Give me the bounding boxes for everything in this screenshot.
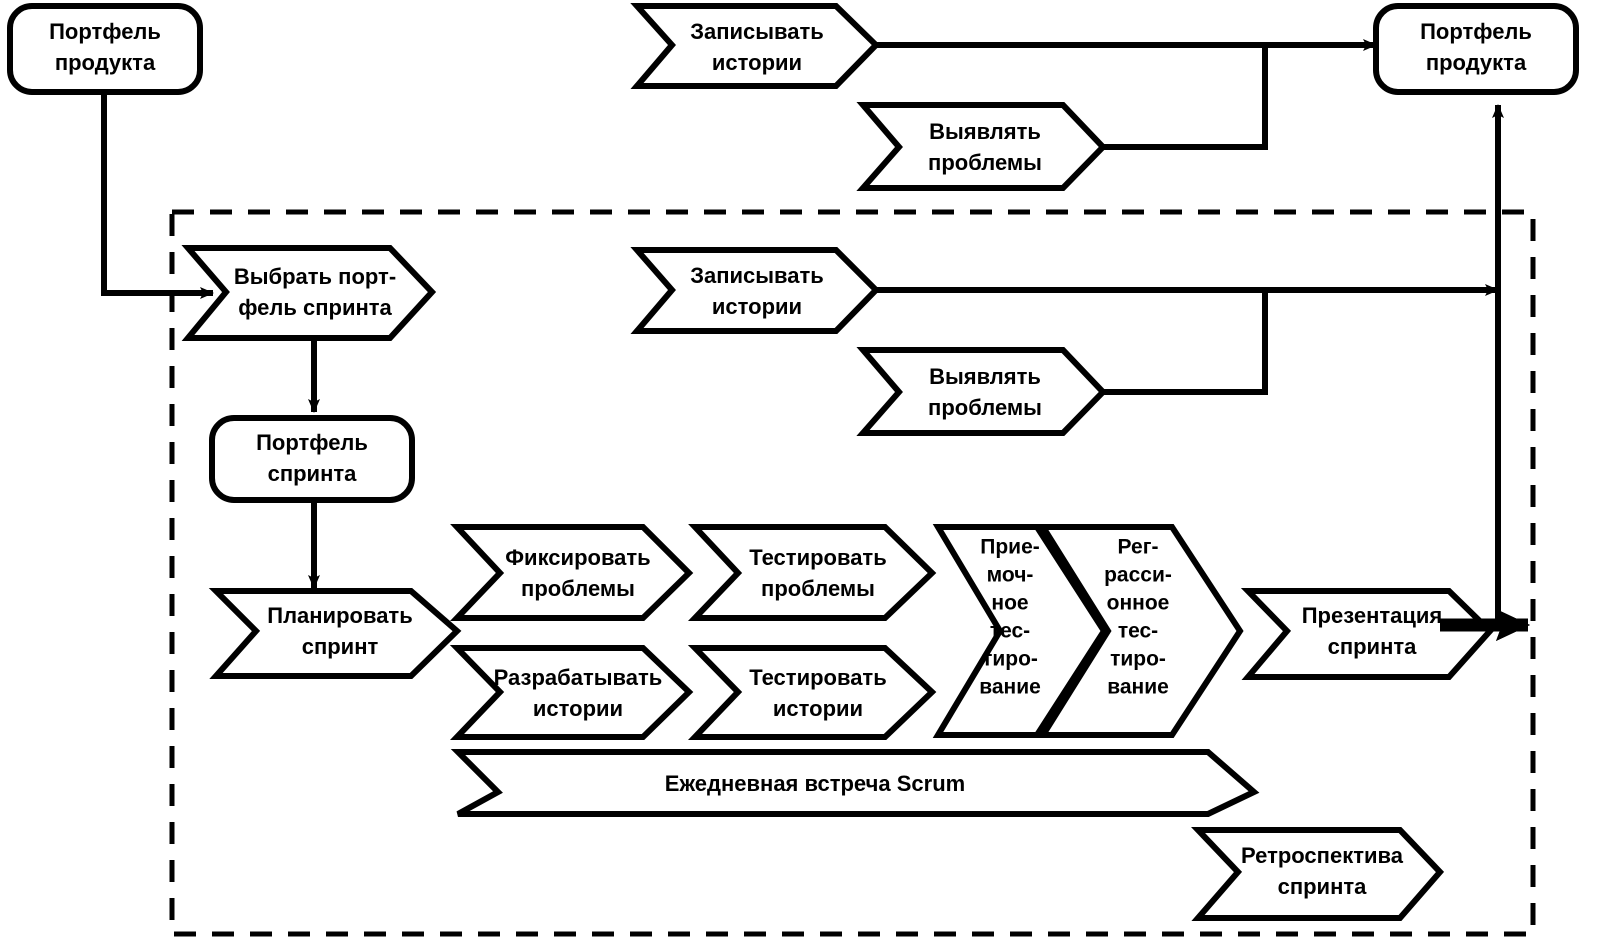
activity-regression-testing-line3: онное [1107, 592, 1170, 615]
activity-write-stories-inner[interactable]: Записывать истории [630, 247, 881, 334]
activity-choose-sprint-backlog-line2: фель спринта [238, 295, 392, 320]
activity-write-stories-inner-line2: истории [712, 294, 802, 319]
activity-regression-testing-line1: Рег- [1118, 536, 1159, 559]
activity-find-problems-inner-line2: проблемы [928, 395, 1042, 420]
activity-sprint-retrospective-line1: Ретроспектива [1241, 843, 1404, 868]
activity-find-problems-outer-line2: проблемы [928, 150, 1042, 175]
activity-test-problems-line2: проблемы [761, 576, 875, 601]
store-product-backlog-left[interactable]: Портфель продукта [7, 3, 203, 95]
activity-regression-testing-line2: расси- [1104, 564, 1172, 587]
activity-daily-scrum-label: Ежедневная встреча Scrum [665, 771, 965, 796]
activity-daily-scrum[interactable]: Ежедневная встреча Scrum [450, 749, 1260, 817]
connector-backlog-to-choose [101, 92, 214, 299]
activity-regression-testing[interactable]: Рег- расси- онное тес- тиро- вание [1037, 524, 1244, 738]
store-sprint-backlog-line2: спринта [268, 461, 358, 486]
activity-test-stories[interactable]: Тестировать истории [687, 645, 937, 740]
store-product-backlog-left-line2: продукта [55, 50, 156, 75]
store-sprint-backlog-line1: Портфель [256, 430, 368, 455]
activity-acceptance-testing-line1: Прие- [980, 536, 1040, 559]
store-product-backlog-left-line1: Портфель [49, 19, 161, 44]
activity-plan-sprint-line2: спринт [302, 634, 379, 659]
activity-regression-testing-line5: тиро- [1110, 648, 1166, 671]
connector-find-problems-inner-to-riser [1103, 290, 1268, 395]
activity-fix-problems-line1: Фиксировать [505, 545, 650, 570]
activity-write-stories-outer-line2: истории [712, 50, 802, 75]
activity-acceptance-testing[interactable]: Прие- моч- ное тес- тиро- вание [932, 524, 1108, 738]
activity-sprint-retrospective[interactable]: Ретроспектива спринта [1191, 827, 1445, 921]
store-sprint-backlog[interactable]: Портфель спринта [209, 415, 415, 503]
activity-test-problems[interactable]: Тестировать проблемы [687, 524, 937, 621]
activity-test-stories-line2: истории [773, 696, 863, 721]
store-product-backlog-right-line2: продукта [1426, 50, 1527, 75]
activity-sprint-presentation[interactable]: Презентация спринта [1240, 588, 1495, 680]
activity-test-problems-line1: Тестировать [749, 545, 886, 570]
activity-fix-problems-line2: проблемы [521, 576, 635, 601]
activity-develop-stories[interactable]: Разрабатывать истории [449, 645, 694, 740]
activity-sprint-retrospective-line2: спринта [1278, 874, 1368, 899]
activity-plan-sprint-line1: Планировать [267, 603, 412, 628]
activity-acceptance-testing-line3: ное [991, 592, 1028, 615]
activity-acceptance-testing-line2: моч- [987, 564, 1034, 587]
activity-acceptance-testing-line4: тес- [990, 620, 1030, 643]
activity-test-stories-line1: Тестировать [749, 665, 886, 690]
activity-find-problems-inner[interactable]: Выявлять проблемы [856, 347, 1108, 436]
activity-write-stories-inner-line1: Записывать [690, 263, 824, 288]
activity-write-stories-outer[interactable]: Записывать истории [630, 2, 881, 89]
activity-sprint-presentation-line2: спринта [1328, 634, 1418, 659]
activity-find-problems-outer[interactable]: Выявлять проблемы [856, 102, 1108, 191]
sprint-boundary [169, 209, 1536, 937]
activity-fix-problems[interactable]: Фиксировать проблемы [449, 524, 694, 621]
activity-develop-stories-line2: истории [533, 696, 623, 721]
activity-write-stories-outer-line1: Записывать [690, 19, 824, 44]
activity-plan-sprint[interactable]: Планировать спринт [208, 588, 462, 679]
activity-sprint-presentation-line1: Презентация [1302, 603, 1443, 628]
activity-develop-stories-line1: Разрабатывать [494, 665, 663, 690]
activity-find-problems-outer-line1: Выявлять [929, 119, 1041, 144]
activity-regression-testing-line4: тес- [1118, 620, 1158, 643]
activity-choose-sprint-backlog[interactable]: Выбрать порт- фель спринта [181, 245, 437, 341]
activity-choose-sprint-backlog-line1: Выбрать порт- [234, 264, 396, 289]
store-product-backlog-right[interactable]: Портфель продукта [1373, 3, 1579, 95]
connector-find-problems-outer-to-backlog [1103, 45, 1268, 150]
activity-regression-testing-line6: вание [1107, 676, 1169, 699]
activity-acceptance-testing-line6: вание [979, 676, 1041, 699]
activity-find-problems-inner-line1: Выявлять [929, 364, 1041, 389]
store-product-backlog-right-line1: Портфель [1420, 19, 1532, 44]
activity-acceptance-testing-line5: тиро- [982, 648, 1038, 671]
